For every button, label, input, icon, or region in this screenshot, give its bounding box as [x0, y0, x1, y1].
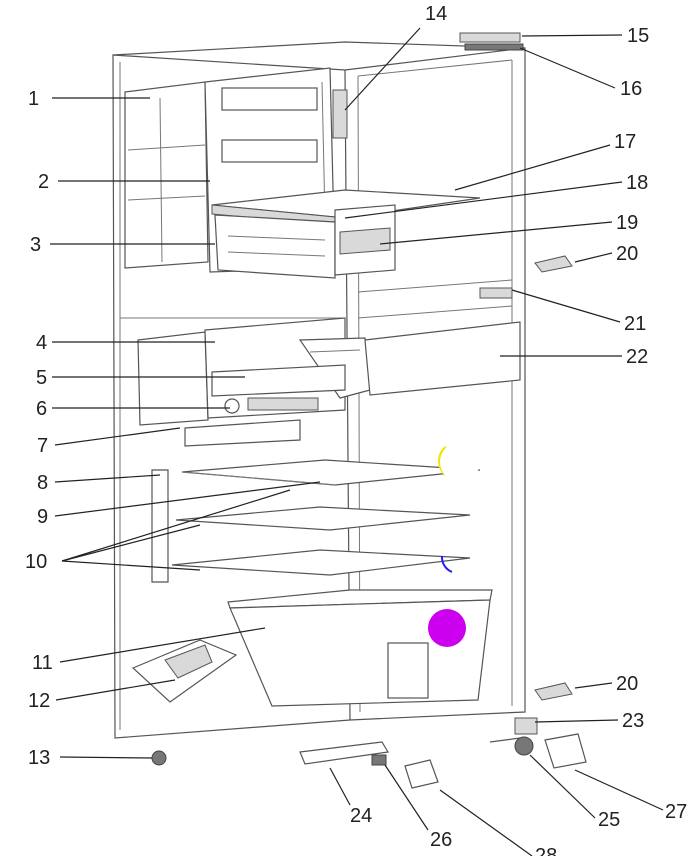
callout-2: 2: [38, 171, 49, 193]
callout-3: 3: [30, 234, 41, 256]
adjustable-foot: [371, 754, 387, 766]
foot-screw: [151, 750, 167, 766]
glass-shelf-middle: [175, 506, 471, 531]
thermostat-knob: [224, 397, 319, 414]
callout-23: 23: [622, 710, 644, 732]
crisper-cover: [211, 364, 346, 397]
callout-17: 17: [614, 131, 636, 153]
freezer-evaporator: [124, 81, 209, 269]
glass-shelf-lower: [171, 549, 471, 576]
bottom-hinge-bracket: [299, 741, 389, 765]
door-stopper: [479, 287, 513, 299]
callout-13: 13: [28, 747, 50, 769]
toe-grille-clip: [404, 759, 439, 789]
callout-28: 28: [535, 845, 557, 856]
callout-15: 15: [627, 25, 649, 47]
callout-24: 24: [350, 805, 372, 827]
white-marker-top: [440, 442, 480, 482]
bottom-hinge: [489, 717, 538, 743]
hinge-pin-lower: [534, 682, 573, 701]
callout-4: 4: [36, 332, 47, 354]
callout-19: 19: [616, 212, 638, 234]
lamp-housing: [184, 419, 301, 447]
callout-20-lower: 20: [616, 673, 638, 695]
callout-14: 14: [425, 3, 447, 25]
freezer-drawer: [214, 214, 336, 279]
callout-6: 6: [36, 398, 47, 420]
callout-27: 27: [665, 801, 687, 823]
callout-20-upper: 20: [616, 243, 638, 265]
highlight-markers: [428, 442, 480, 647]
crisper-drawer: [227, 589, 493, 707]
ice-tray-assembly: [334, 204, 396, 276]
callout-25: 25: [598, 809, 620, 831]
evaporator-tray: [131, 639, 238, 703]
callout-8: 8: [37, 472, 48, 494]
leader-lines: [50, 27, 664, 856]
shelf-rail: [151, 469, 169, 583]
callout-9: 9: [37, 506, 48, 528]
magenta-marker: [428, 609, 466, 647]
callout-21: 21: [624, 313, 646, 335]
callout-12: 12: [28, 690, 50, 712]
callout-10: 10: [25, 551, 47, 573]
hinge-cover: [544, 733, 587, 769]
top-hinge: [464, 43, 524, 51]
callout-16: 16: [620, 78, 642, 100]
callout-11: 11: [32, 652, 53, 674]
callout-labels: 1 2 3 4 5 6 7 8 9 10 11 12 13 14 15 16 1…: [25, 3, 687, 856]
leveling-foot: [514, 736, 534, 756]
hinge-pin-upper: [534, 255, 573, 273]
blue-marker: [440, 555, 453, 573]
callout-22: 22: [626, 346, 648, 368]
callout-7: 7: [37, 435, 48, 457]
door-balcony-upper: [364, 321, 521, 396]
callout-1: 1: [28, 88, 39, 110]
callout-5: 5: [36, 367, 47, 389]
top-hinge-cover: [459, 32, 521, 43]
callout-18: 18: [626, 172, 648, 194]
callout-26: 26: [430, 829, 452, 851]
freezer-light: [332, 89, 348, 139]
